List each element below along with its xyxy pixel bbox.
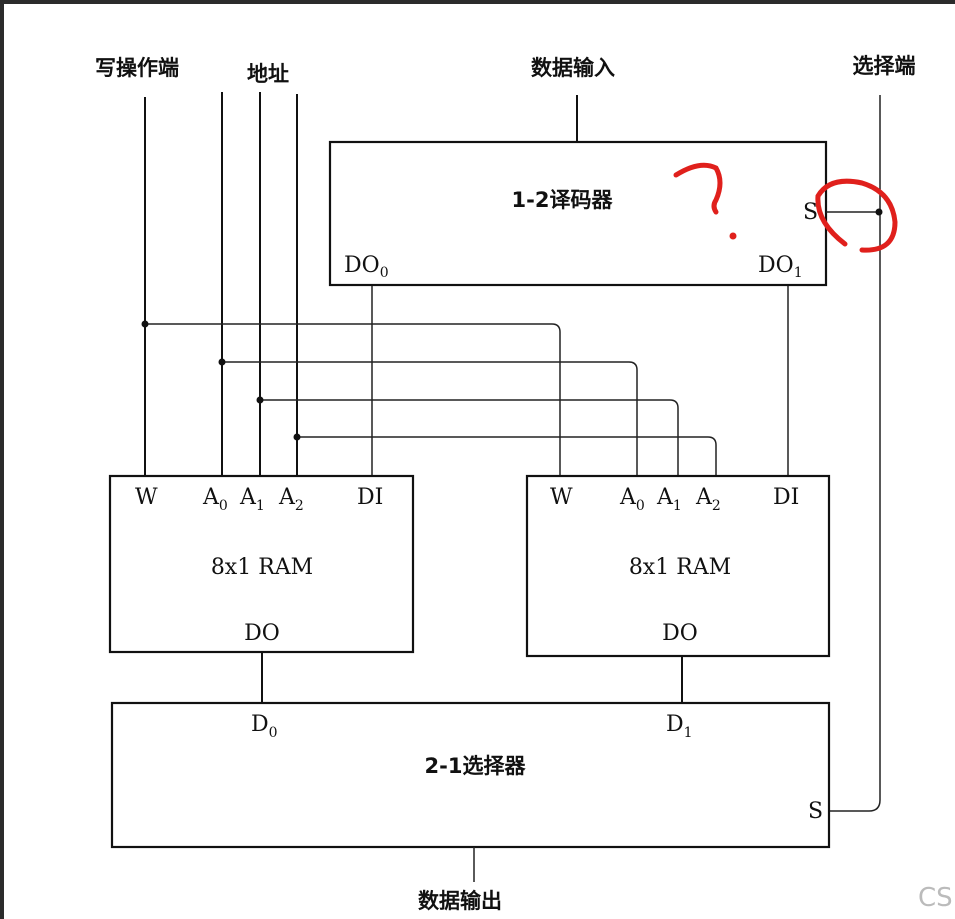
select-wire [826,95,883,812]
write-enable-label: 写操作端 [95,56,179,80]
ram-block-0: W A0 A1 A2 DI 8x1 RAM DO [108,474,415,654]
ram0-do-pin: DO [244,621,280,646]
ram0-a2-pin: A2 [278,485,304,514]
ram1-a1-pin: A1 [656,485,682,514]
ram0-w-pin: W [135,485,158,510]
decoder-title: 1-2译码器 [512,188,614,212]
ram0-title: 8x1 RAM [211,555,313,580]
decoder-s-pin: S [803,200,818,225]
data-out-label: 数据输出 [418,889,502,913]
input-wires [144,92,789,477]
watermark: CSI [918,883,955,913]
ram1-w-pin: W [550,485,573,510]
ram1-di-pin: DI [773,485,799,510]
data-in-label: 数据输入 [531,56,615,80]
mux-block: D0 D1 2-1选择器 S [110,701,831,849]
highlight-circle [815,178,898,253]
address-label: 地址 [247,62,289,86]
mux-d0-pin: D0 [251,712,278,741]
ram1-a2-pin: A2 [695,485,721,514]
diagram-canvas: 写操作端 地址 数据输入 选择端 1-2译码器 S DO0 DO1 [4,4,955,919]
mux-s-pin: S [808,799,823,824]
ram1-a0-pin: A0 [619,485,645,514]
mux-title: 2-1选择器 [425,754,527,778]
bus-wires [141,320,717,477]
decoder-do1-pin: DO1 [758,253,803,281]
red-annotation: ? [673,162,898,253]
select-label: 选择端 [853,54,916,78]
decoder-do0-pin: DO0 [344,253,389,281]
ram-block-1: W A0 A1 A2 DI 8x1 RAM DO [525,474,831,658]
ram1-title: 8x1 RAM [629,555,731,580]
ram0-a1-pin: A1 [239,485,265,514]
mux-d1-pin: D1 [666,712,693,741]
ram1-do-pin: DO [662,621,698,646]
decoder-block: 1-2译码器 S DO0 DO1 [328,140,828,287]
memory-expansion-diagram: 写操作端 地址 数据输入 选择端 1-2译码器 S DO0 DO1 [95,54,955,913]
ram0-a0-pin: A0 [202,485,228,514]
ram0-di-pin: DI [357,485,383,510]
